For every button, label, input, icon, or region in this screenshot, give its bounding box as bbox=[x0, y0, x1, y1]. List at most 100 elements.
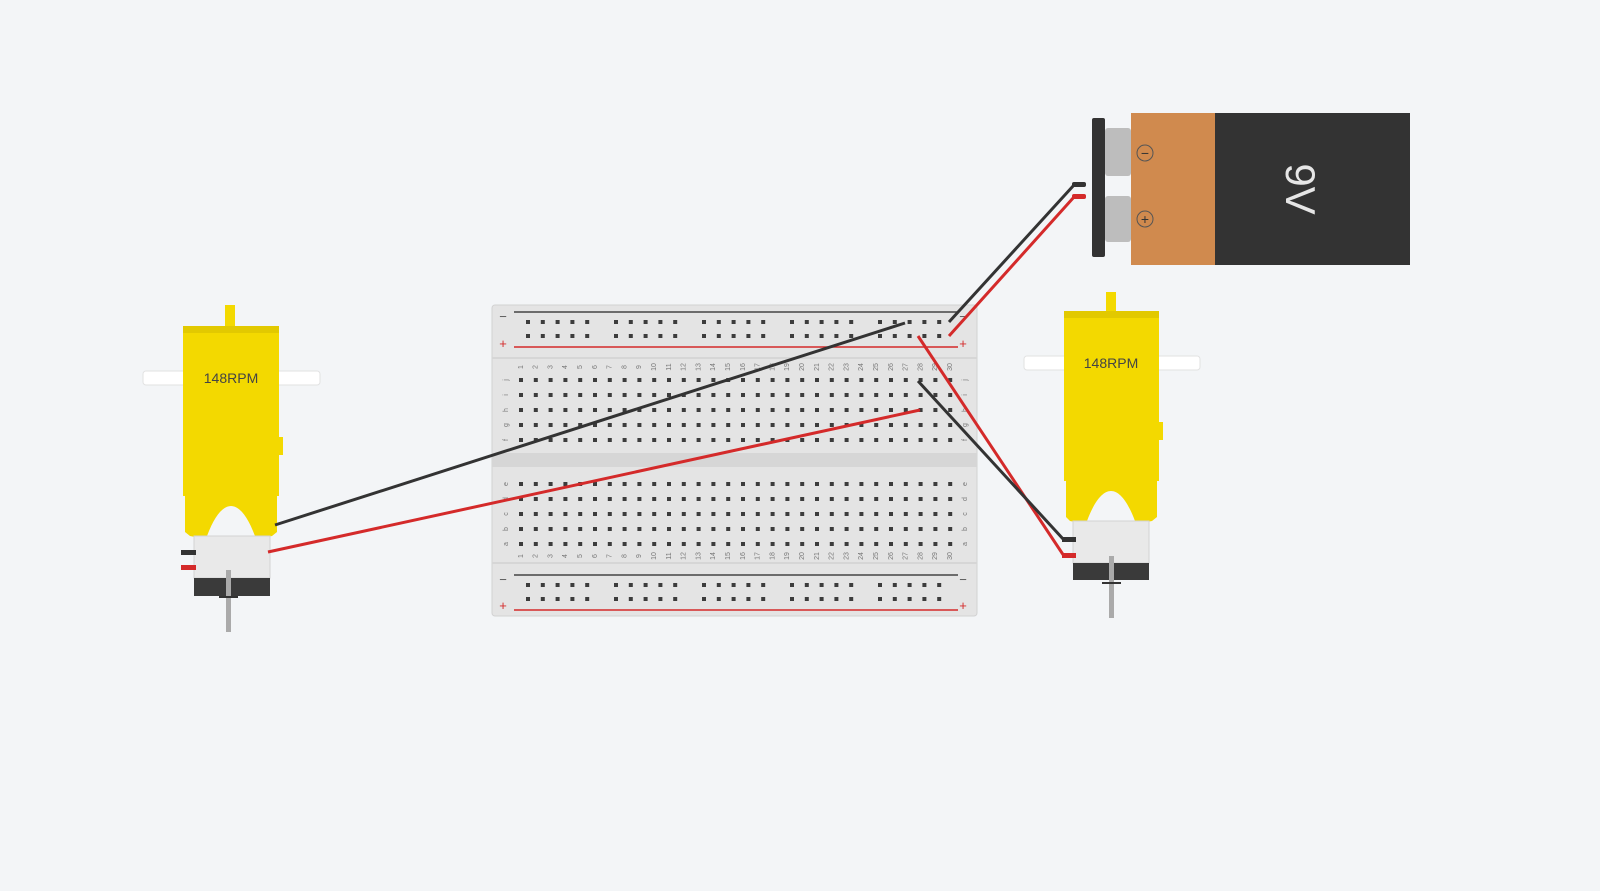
terminal-hole[interactable] bbox=[859, 482, 864, 486]
rail-hole[interactable] bbox=[702, 334, 706, 338]
terminal-hole[interactable] bbox=[829, 408, 834, 412]
terminal-hole[interactable] bbox=[770, 408, 775, 412]
terminal-hole[interactable] bbox=[903, 497, 908, 501]
terminal-hole[interactable] bbox=[563, 378, 568, 382]
left-motor-terminal-red[interactable] bbox=[181, 565, 196, 570]
rail-hole[interactable] bbox=[702, 583, 706, 587]
rail-hole[interactable] bbox=[716, 583, 721, 587]
wire-left-motor-red[interactable] bbox=[267, 408, 921, 554]
terminal-hole[interactable] bbox=[696, 378, 701, 382]
terminal-hole[interactable] bbox=[785, 423, 790, 427]
terminal-hole[interactable] bbox=[519, 527, 523, 531]
terminal-hole[interactable] bbox=[652, 527, 657, 531]
terminal-hole[interactable] bbox=[637, 542, 642, 546]
terminal-hole[interactable] bbox=[815, 497, 819, 501]
terminal-hole[interactable] bbox=[622, 438, 627, 442]
terminal-hole[interactable] bbox=[770, 438, 775, 442]
terminal-hole[interactable] bbox=[889, 527, 893, 531]
rail-hole[interactable] bbox=[570, 597, 575, 601]
terminal-hole[interactable] bbox=[681, 378, 686, 382]
terminal-hole[interactable] bbox=[548, 393, 553, 397]
terminal-hole[interactable] bbox=[681, 527, 686, 531]
terminal-hole[interactable] bbox=[785, 512, 790, 516]
terminal-hole[interactable] bbox=[918, 438, 923, 442]
rail-hole[interactable] bbox=[570, 320, 575, 324]
terminal-hole[interactable] bbox=[948, 423, 953, 427]
terminal-hole[interactable] bbox=[815, 408, 819, 412]
terminal-hole[interactable] bbox=[637, 512, 642, 516]
terminal-hole[interactable] bbox=[933, 408, 938, 412]
terminal-hole[interactable] bbox=[785, 482, 790, 486]
terminal-hole[interactable] bbox=[770, 497, 775, 501]
terminal-hole[interactable] bbox=[726, 482, 731, 486]
terminal-hole[interactable] bbox=[844, 512, 849, 516]
terminal-hole[interactable] bbox=[874, 542, 879, 546]
terminal-hole[interactable] bbox=[548, 378, 553, 382]
terminal-hole[interactable] bbox=[696, 527, 701, 531]
terminal-hole[interactable] bbox=[785, 527, 790, 531]
rail-hole[interactable] bbox=[746, 597, 751, 601]
terminal-hole[interactable] bbox=[607, 378, 612, 382]
rail-hole[interactable] bbox=[746, 334, 751, 338]
terminal-hole[interactable] bbox=[696, 423, 701, 427]
terminal-hole[interactable] bbox=[948, 497, 953, 501]
terminal-hole[interactable] bbox=[903, 527, 908, 531]
terminal-hole[interactable] bbox=[652, 423, 657, 427]
rail-hole[interactable] bbox=[585, 583, 590, 587]
wire-right-motor-black[interactable] bbox=[916, 379, 1066, 542]
terminal-hole[interactable] bbox=[637, 393, 642, 397]
terminal-hole[interactable] bbox=[933, 482, 938, 486]
terminal-hole[interactable] bbox=[741, 512, 745, 516]
rail-hole[interactable] bbox=[834, 597, 839, 601]
terminal-hole[interactable] bbox=[607, 497, 612, 501]
terminal-hole[interactable] bbox=[681, 542, 686, 546]
rail-hole[interactable] bbox=[878, 334, 882, 338]
terminal-hole[interactable] bbox=[755, 542, 760, 546]
right-motor[interactable]: 148RPM bbox=[1023, 292, 1201, 618]
terminal-hole[interactable] bbox=[593, 408, 597, 412]
terminal-hole[interactable] bbox=[667, 378, 671, 382]
terminal-hole[interactable] bbox=[948, 482, 953, 486]
terminal-hole[interactable] bbox=[726, 408, 731, 412]
terminal-hole[interactable] bbox=[815, 527, 819, 531]
rail-hole[interactable] bbox=[790, 597, 794, 601]
terminal-hole[interactable] bbox=[948, 438, 953, 442]
terminal-hole[interactable] bbox=[711, 527, 716, 531]
terminal-hole[interactable] bbox=[829, 438, 834, 442]
rail-hole[interactable] bbox=[907, 320, 912, 324]
rail-hole[interactable] bbox=[673, 597, 678, 601]
terminal-hole[interactable] bbox=[711, 423, 716, 427]
terminal-hole[interactable] bbox=[519, 438, 523, 442]
terminal-hole[interactable] bbox=[903, 512, 908, 516]
terminal-hole[interactable] bbox=[667, 482, 671, 486]
rail-hole[interactable] bbox=[628, 334, 633, 338]
rail-hole[interactable] bbox=[878, 320, 882, 324]
rail-hole[interactable] bbox=[849, 320, 854, 324]
rail-hole[interactable] bbox=[834, 583, 839, 587]
rail-hole[interactable] bbox=[819, 597, 824, 601]
rail-hole[interactable] bbox=[892, 320, 897, 324]
terminal-hole[interactable] bbox=[533, 378, 538, 382]
rail-hole[interactable] bbox=[628, 320, 633, 324]
terminal-hole[interactable] bbox=[548, 438, 553, 442]
right-motor-terminal-black[interactable] bbox=[1062, 537, 1076, 542]
terminal-hole[interactable] bbox=[933, 497, 938, 501]
terminal-hole[interactable] bbox=[785, 408, 790, 412]
terminal-hole[interactable] bbox=[755, 393, 760, 397]
terminal-hole[interactable] bbox=[755, 497, 760, 501]
terminal-hole[interactable] bbox=[548, 512, 553, 516]
terminal-hole[interactable] bbox=[563, 393, 568, 397]
terminal-hole[interactable] bbox=[889, 497, 893, 501]
terminal-hole[interactable] bbox=[741, 393, 745, 397]
terminal-hole[interactable] bbox=[933, 527, 938, 531]
breadboard[interactable]: − + − + − + − + 112233445566778899101011… bbox=[491, 304, 978, 617]
wire-right-motor-red[interactable] bbox=[916, 335, 1066, 557]
terminal-hole[interactable] bbox=[800, 542, 805, 546]
terminal-hole[interactable] bbox=[563, 408, 568, 412]
rail-hole[interactable] bbox=[585, 597, 590, 601]
terminal-hole[interactable] bbox=[533, 482, 538, 486]
terminal-hole[interactable] bbox=[903, 438, 908, 442]
terminal-hole[interactable] bbox=[815, 482, 819, 486]
rail-hole[interactable] bbox=[892, 597, 897, 601]
terminal-hole[interactable] bbox=[696, 542, 701, 546]
